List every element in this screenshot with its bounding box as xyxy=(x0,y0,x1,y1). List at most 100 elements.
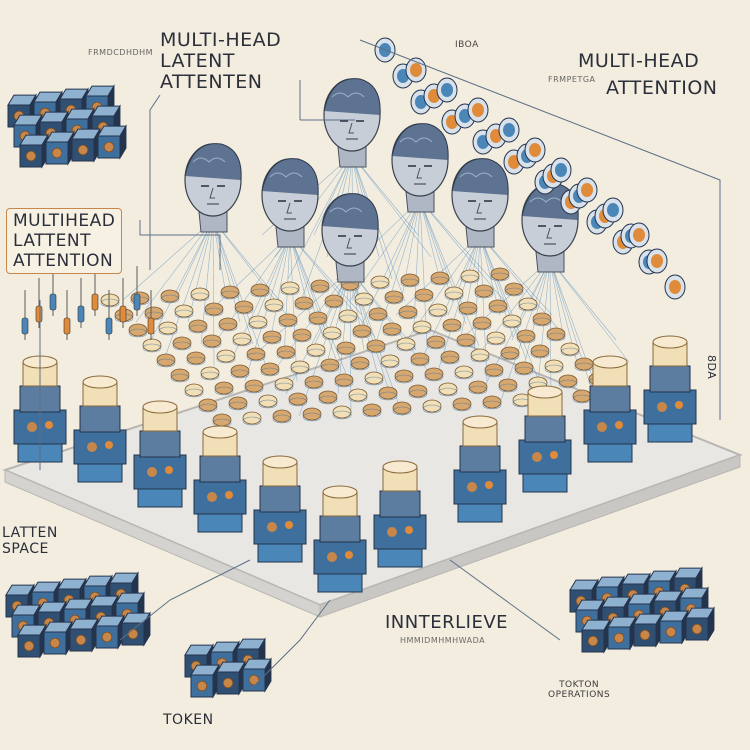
cube xyxy=(607,615,637,651)
attention-wire xyxy=(135,219,214,323)
dial xyxy=(576,177,598,203)
token-grid xyxy=(100,267,622,428)
cube xyxy=(581,618,611,654)
token-disc xyxy=(198,398,218,412)
title-top-right-line-2: ATTENTION xyxy=(606,77,718,99)
token-disc xyxy=(426,335,446,349)
token-disc xyxy=(370,275,390,289)
token-disc xyxy=(244,379,264,393)
attention-wire xyxy=(287,154,353,280)
small-label-top-right: FRMPETGA xyxy=(548,75,596,84)
token-disc xyxy=(354,292,374,306)
attention-wire xyxy=(148,219,214,345)
attention-wire xyxy=(549,259,630,363)
attention-wire xyxy=(419,199,480,347)
dial xyxy=(436,77,458,103)
attention-wire xyxy=(419,199,441,281)
attention-wire xyxy=(472,259,551,363)
cube xyxy=(633,612,663,648)
interleave-sublabel: HMMIDMHMHWADA xyxy=(400,636,486,645)
dial xyxy=(602,197,624,223)
attention-wire xyxy=(289,234,376,338)
token-disc xyxy=(188,319,208,333)
token-disc xyxy=(294,296,314,310)
token-disc xyxy=(186,351,206,365)
token-disc xyxy=(408,384,428,398)
token-disc xyxy=(490,267,510,281)
token-disc xyxy=(200,366,220,380)
token-disc xyxy=(438,382,458,396)
attention-wire xyxy=(285,269,351,395)
token-label: TOKEN xyxy=(163,712,214,728)
attention-wire xyxy=(460,234,481,338)
head-bust xyxy=(451,158,509,248)
cube xyxy=(685,606,715,642)
token-disc xyxy=(502,314,522,328)
attention-wire xyxy=(387,199,421,281)
title-left-box: MULTIHEAD LATTENT ATTENTION xyxy=(6,208,123,274)
token-disc xyxy=(368,307,388,321)
probe xyxy=(21,290,29,340)
token-disc xyxy=(318,390,338,404)
token-disc xyxy=(338,309,358,323)
attention-wire xyxy=(479,234,540,382)
token-disc xyxy=(384,290,404,304)
token-disc xyxy=(442,318,462,332)
token-disc xyxy=(234,300,254,314)
token-disc xyxy=(264,298,284,312)
dial xyxy=(664,274,686,300)
token-disc xyxy=(488,299,508,313)
attention-wire xyxy=(524,259,551,363)
cube xyxy=(43,620,73,656)
tower-stack xyxy=(313,485,367,593)
token-disc xyxy=(324,294,344,308)
token-disc xyxy=(292,328,312,342)
token-disc xyxy=(394,369,414,383)
token-disc xyxy=(218,317,238,331)
token-disc xyxy=(544,359,564,373)
token-disc xyxy=(350,356,370,370)
token-disc xyxy=(214,381,234,395)
latent-space-line-1: LATTEN xyxy=(2,525,58,541)
attention-wire xyxy=(419,199,493,281)
token-disc xyxy=(348,388,368,402)
tower-stack xyxy=(583,355,637,463)
token-operations-label: TOKTON OPERATIONS xyxy=(548,680,610,700)
cube xyxy=(659,609,689,645)
token-disc xyxy=(320,358,340,372)
token-disc xyxy=(204,302,224,316)
title-top-left-line-1: MULTI-HEAD xyxy=(160,29,282,51)
token-disc xyxy=(504,282,524,296)
attention-wire xyxy=(313,154,353,236)
token-disc xyxy=(280,281,300,295)
head-bust xyxy=(184,143,242,233)
title-top-left-line-3: ATTENTEN xyxy=(160,71,263,93)
token-disc xyxy=(468,380,488,394)
token-disc xyxy=(232,332,252,346)
token-disc xyxy=(460,269,480,283)
token-disc xyxy=(412,320,432,334)
token-ops-line-1: TOKTON xyxy=(559,680,600,690)
token-disc xyxy=(452,397,472,411)
tower-stack xyxy=(73,375,127,483)
token-disc xyxy=(160,289,180,303)
token-disc xyxy=(310,279,330,293)
attention-heads xyxy=(184,78,579,283)
token-disc xyxy=(482,395,502,409)
token-disc xyxy=(334,373,354,387)
token-disc xyxy=(486,331,506,345)
token-disc xyxy=(262,330,282,344)
token-disc xyxy=(128,323,148,337)
token-disc xyxy=(364,371,384,385)
dial xyxy=(524,137,546,163)
probe xyxy=(63,290,71,340)
cube xyxy=(190,663,220,699)
token-disc xyxy=(278,313,298,327)
dial xyxy=(646,248,668,274)
cube xyxy=(121,611,151,647)
probe xyxy=(119,278,127,328)
token-disc xyxy=(308,311,328,325)
attention-wire xyxy=(298,269,351,417)
attention-wire xyxy=(374,199,421,347)
token-disc xyxy=(242,411,262,425)
